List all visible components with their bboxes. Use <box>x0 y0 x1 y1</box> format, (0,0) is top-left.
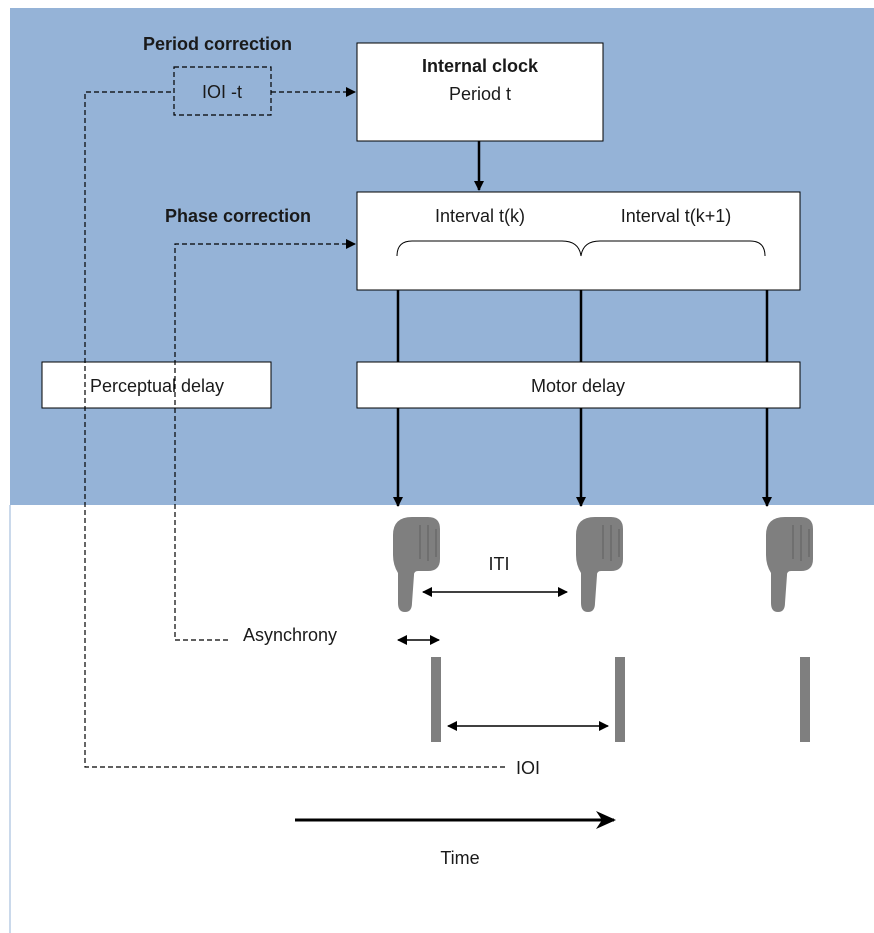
interval-k1-brace <box>580 240 766 257</box>
phase-correction-label: Phase correction <box>165 206 311 226</box>
asynchrony-label: Asynchrony <box>243 625 337 645</box>
internal-clock-period: Period t <box>449 84 511 104</box>
perceptual-delay-box <box>41 361 272 409</box>
ioi-label: IOI <box>516 758 540 778</box>
internal-clock-box <box>356 42 604 142</box>
stimulus-tone-bar <box>431 657 441 742</box>
period-correction-loop-line <box>84 91 505 768</box>
motor-delay-box <box>356 361 801 409</box>
phase-correction-loop-line <box>174 239 356 641</box>
interval-k1-label: Interval t(k+1) <box>621 206 732 226</box>
stimulus-tone-bar <box>615 657 625 742</box>
time-label: Time <box>440 848 479 868</box>
ioi-minus-t-box <box>173 66 272 116</box>
motor-delay-label: Motor delay <box>531 376 625 396</box>
interval-k-brace <box>396 240 582 257</box>
iti-label: ITI <box>489 554 510 574</box>
perceptual-delay-label: Perceptual delay <box>90 376 224 396</box>
stimulus-tone-bar <box>800 657 810 742</box>
interval-k-label: Interval t(k) <box>435 206 525 226</box>
pointing-finger-icon <box>766 517 813 612</box>
internal-clock-title: Internal clock <box>422 56 539 76</box>
pointing-finger-icon <box>576 517 623 612</box>
pointing-finger-icon <box>393 517 440 612</box>
ioi-minus-t-label: IOI -t <box>202 82 242 102</box>
period-correction-label: Period correction <box>143 34 292 54</box>
